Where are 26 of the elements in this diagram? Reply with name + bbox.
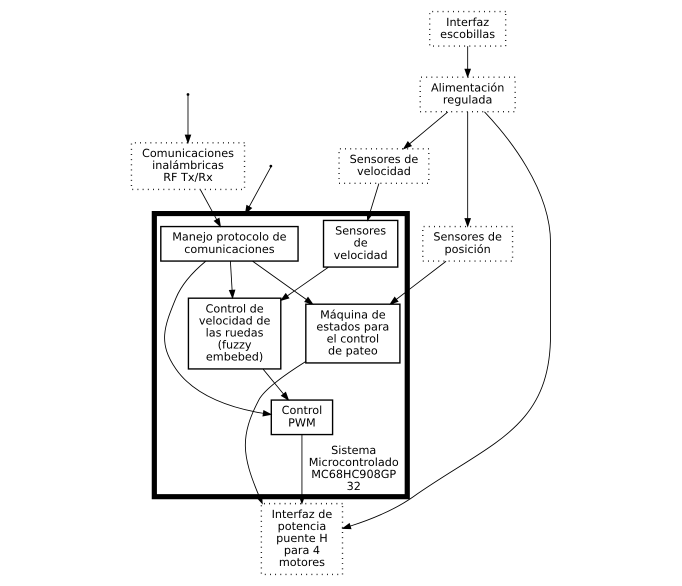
node-box: Control PWM	[270, 399, 334, 436]
node-box: Sensores de posición	[422, 226, 514, 262]
node-box: Comunicaciones inalámbricas RF Tx/Rx	[130, 142, 246, 190]
arrow	[464, 46, 471, 78]
arrow	[341, 111, 551, 530]
arrow	[389, 260, 447, 305]
node-box: Sensores de velocidad	[322, 220, 398, 268]
arrow	[244, 361, 306, 505]
arrow	[200, 189, 222, 228]
arrow	[262, 368, 290, 402]
arrow	[164, 260, 272, 417]
arrow	[366, 183, 380, 222]
node-box: Control de velocidad de las ruedas (fuzzy embebed)	[188, 298, 282, 370]
arrow	[228, 260, 236, 300]
node-box: Interfaz de potencia puente H para 4 motores	[260, 502, 344, 576]
arrow	[184, 95, 192, 144]
node-box: Sensores de velocidad	[338, 148, 430, 184]
node-box: Máquina de estados para el control de pateo	[305, 304, 401, 364]
node-box: Alimentación regulada	[420, 76, 516, 112]
arrow	[464, 112, 471, 228]
arrow	[280, 266, 329, 302]
arrow	[298, 434, 306, 505]
node-box: Interfaz escobillas	[429, 10, 506, 47]
node-box: Manejo protocolo de comunicaciones	[160, 226, 299, 262]
arrow	[252, 260, 314, 305]
arrow	[402, 111, 448, 150]
